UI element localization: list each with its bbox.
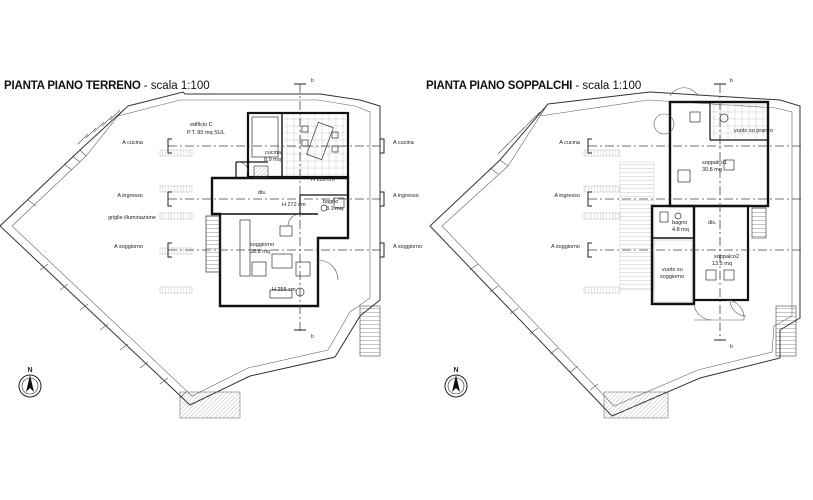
right-grille-2 — [583, 185, 621, 193]
left-height-central: H 272 cm — [282, 202, 306, 208]
left-bath-fixtures — [320, 197, 345, 212]
left-room-dis: dis. — [258, 190, 267, 196]
right-section-label-ingresso: A ingresso — [554, 193, 580, 199]
left-kitchen-floor — [284, 115, 346, 175]
left-building-label: edificio C — [190, 122, 213, 128]
right-void-living — [653, 239, 693, 303]
right-axis-mark-bottom: b — [730, 344, 733, 350]
left-plan-title: PIANTA PIANO TERRENO - scala 1:100 — [4, 80, 210, 92]
left-room-soggiorno: soggiorno — [250, 242, 274, 248]
left-section-label-cucina-right: A cucina — [393, 140, 415, 146]
right-section-label-cucina: A cucina — [559, 140, 581, 146]
left-room-cucina-area: 8.9 mq — [264, 157, 281, 163]
right-room-vuoto-soggiorno-line1: vuoto su — [662, 267, 683, 273]
left-grille-label: griglie illuminazione — [108, 215, 156, 221]
left-section-label-cucina: A cucina — [122, 140, 144, 146]
right-grille-1 — [583, 149, 621, 157]
left-inner-stairs — [205, 215, 221, 273]
left-embankment — [27, 105, 187, 399]
left-outdoor-stairs — [359, 305, 381, 357]
right-room-dis: dis. — [708, 220, 717, 226]
left-height-living: H 255 cm — [272, 287, 296, 293]
left-north-arrow: N — [18, 367, 42, 398]
left-plan-scale: scala 1:100 — [150, 80, 210, 92]
right-room-bagno: bagno — [672, 220, 687, 226]
left-building — [210, 111, 350, 308]
right-door-arcs — [653, 87, 747, 321]
left-building-area: P.T. 90 mq SUL — [187, 130, 225, 136]
right-plan: A cucina A ingresso A soggiorno vuoto su… — [429, 78, 804, 419]
left-room-cucina: cucina — [265, 150, 282, 156]
right-room-vuoto-pranzo: vuoto su pranzo — [734, 128, 773, 134]
left-plan-title-text: PIANTA PIANO TERRENO — [4, 80, 141, 92]
right-room-vuoto-soggiorno-line2: soggiorno — [660, 274, 684, 280]
left-elevator — [253, 165, 269, 179]
right-plan-scale: scala 1:100 — [582, 80, 642, 92]
right-north-arrow: N — [444, 367, 468, 398]
right-room-bagno-area: 4.8 mq — [672, 227, 689, 233]
left-section-lines — [168, 84, 384, 332]
right-outdoor-stairs — [775, 305, 797, 357]
left-section-label-soggiorno-right: A soggiorno — [393, 244, 422, 250]
right-plan-title-text: PIANTA PIANO SOPPALCHI — [426, 80, 573, 92]
left-room-soggiorno-area: 38.6 mq — [250, 249, 270, 255]
right-furniture — [659, 111, 735, 281]
right-grille-3 — [583, 212, 621, 220]
right-axis-mark-top: b — [730, 78, 733, 84]
right-plan-title: PIANTA PIANO SOPPALCHI - scala 1:100 — [426, 80, 642, 92]
left-section-label-ingresso-right: A ingresso — [393, 193, 419, 199]
left-section-label-ingresso: A ingresso — [117, 193, 143, 199]
left-section-marks — [167, 83, 385, 331]
right-inner-stairs — [751, 207, 767, 239]
left-section-label-soggiorno: A soggiorno — [114, 244, 143, 250]
left-room-bagno-area: 3.1 mq — [326, 206, 343, 212]
left-height-kitchen: H 255 cm — [311, 177, 335, 183]
right-bottom-band — [603, 391, 669, 419]
left-room-bagno: bagno — [323, 199, 338, 205]
left-kitchen-counter — [251, 116, 279, 158]
right-terrain-outline — [429, 91, 801, 417]
left-door-arcs — [237, 161, 339, 281]
left-axis-mark-top: b — [311, 78, 314, 84]
right-section-label-soggiorno: A soggiorno — [551, 244, 580, 250]
right-north-label: N — [453, 367, 458, 374]
left-living-furniture — [239, 219, 311, 299]
right-grille-4 — [583, 286, 621, 294]
left-plan: A cucina A ingresso A soggiorno A cucina… — [0, 78, 422, 419]
left-bottom-band — [179, 391, 241, 419]
right-room-soppalco2: soppalco2 — [714, 254, 739, 260]
right-embankment — [469, 103, 599, 391]
left-axis-mark-bottom: b — [311, 334, 314, 340]
left-grilles — [159, 149, 193, 294]
right-ghost-roof — [619, 161, 655, 291]
right-room-soppalco1: soppalco1 — [702, 160, 727, 166]
right-section-marks — [587, 83, 726, 341]
right-room-soppalco2-area: 13.5 mq — [712, 261, 732, 267]
right-building — [650, 100, 770, 306]
left-north-label: N — [27, 367, 32, 374]
right-room-soppalco1-area: 30.8 mq — [702, 167, 722, 173]
right-section-lines — [588, 84, 804, 340]
